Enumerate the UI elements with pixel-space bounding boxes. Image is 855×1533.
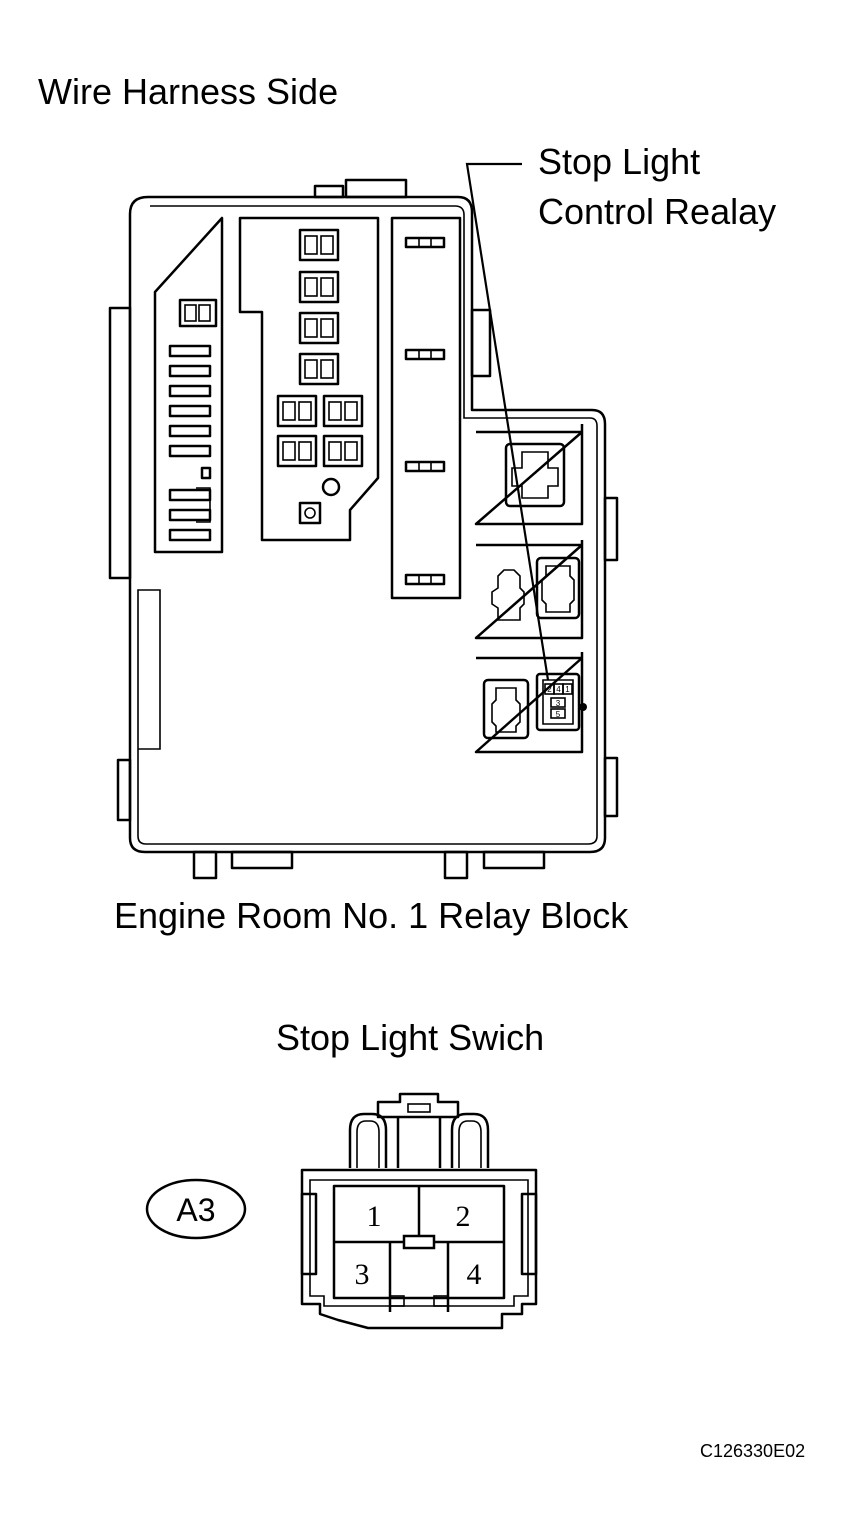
relay-pin-label: 2: [547, 685, 552, 694]
connector-code-text: A3: [176, 1192, 215, 1228]
switch-pin-label: 3: [355, 1258, 370, 1291]
relay-callout-line2: Control Realay: [538, 191, 777, 232]
mini-relay-left: [178, 298, 218, 328]
stop-light-relay-connector: 2 4 1 3 5: [535, 672, 587, 732]
relay-block-caption: Engine Room No. 1 Relay Block: [114, 895, 629, 936]
switch-pin-label: 2: [456, 1200, 471, 1233]
relay-callout-line1: Stop Light: [538, 141, 701, 182]
switch-pin-label: 1: [367, 1200, 382, 1233]
connector-code-badge: A3: [145, 1178, 247, 1240]
relay-block-drawing: 2 4 1 3 5: [108, 162, 619, 880]
switch-pin-label: 4: [467, 1258, 482, 1291]
view-side-label: Wire Harness Side: [38, 71, 339, 112]
relay-callout-leader: [465, 162, 550, 681]
switch-caption: Stop Light Swich: [276, 1017, 545, 1058]
relay-pin-label: 4: [556, 685, 561, 694]
relay-pin-label: 1: [565, 685, 570, 694]
stop-light-switch-connector: 1 2 3 4: [300, 1092, 538, 1330]
relay-pin-label: 3: [556, 699, 561, 708]
figure-code: C126330E02: [700, 1441, 806, 1461]
relay-pin-label: 5: [556, 710, 561, 719]
